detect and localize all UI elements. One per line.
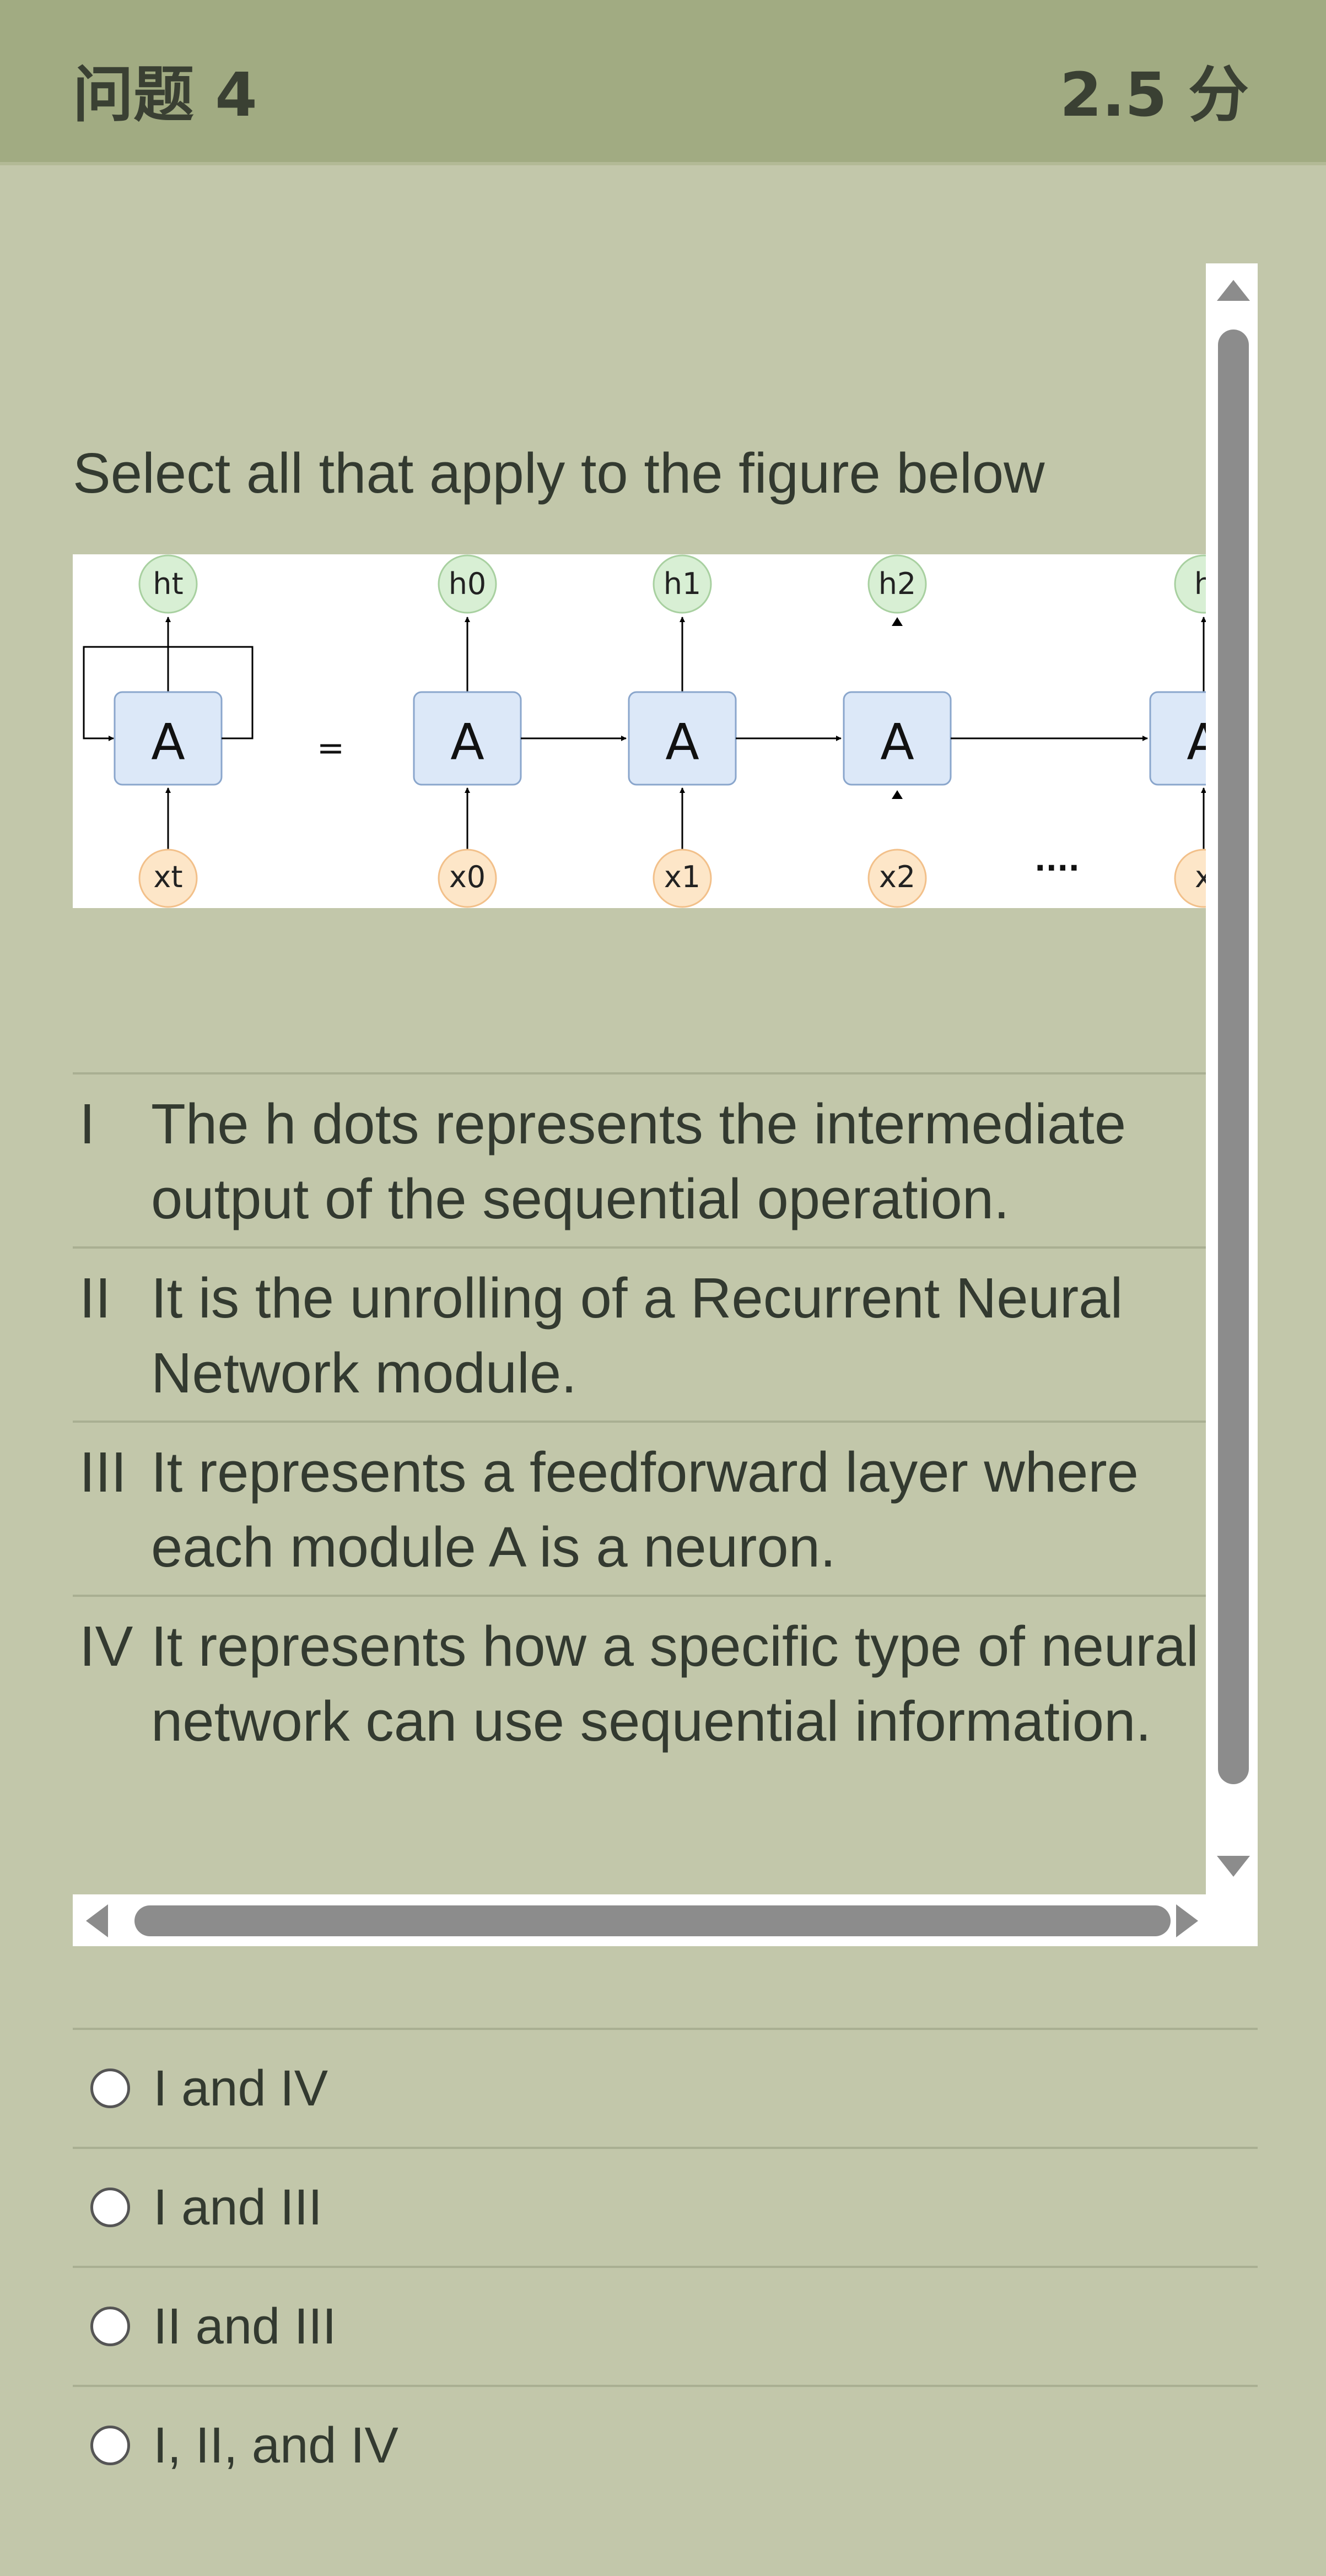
folded-rnn-unit: ht A xt xyxy=(83,554,254,908)
statement-line: network can use sequential information. xyxy=(151,1689,1151,1753)
ellipsis: .... xyxy=(1034,843,1080,878)
question-points: 2.5 分 xyxy=(1059,60,1249,130)
radio-button[interactable] xyxy=(90,2307,130,2346)
option-i-ii-and-iv[interactable]: I, II, and IV xyxy=(73,2385,1258,2504)
vertical-scroll-thumb[interactable] xyxy=(1218,330,1249,1784)
question-title: 问题 4 xyxy=(73,60,257,130)
radio-button[interactable] xyxy=(90,2069,130,2108)
statement-line: It represents a feedforward layer where xyxy=(151,1440,1139,1504)
x-label: x0 xyxy=(449,860,486,894)
option-i-and-iv[interactable]: I and IV xyxy=(73,2028,1258,2147)
scroll-left-arrow-icon[interactable] xyxy=(86,1904,108,1937)
statement-text: The h dots represents the intermediate o… xyxy=(151,1087,1206,1236)
horizontal-scrollbar[interactable] xyxy=(73,1894,1258,1946)
statement-line: The h dots represents the intermediate xyxy=(151,1092,1126,1155)
statement-iv: IV It represents how a specific type of … xyxy=(73,1595,1206,1769)
statement-text: It represents a feedforward layer where … xyxy=(151,1435,1206,1585)
option-i-and-iii[interactable]: I and III xyxy=(73,2147,1258,2266)
h-label: h0 xyxy=(449,566,487,601)
statement-line: output of the sequential operation. xyxy=(151,1167,1010,1230)
rnn-diagram: ht A xt = h0 A x0 h1 A xyxy=(83,554,1206,908)
scroll-up-arrow-icon[interactable] xyxy=(1217,280,1250,301)
statement-iii: III It represents a feedforward layer wh… xyxy=(73,1421,1206,1595)
x-label: x xyxy=(1195,860,1206,894)
option-label[interactable]: I and III xyxy=(153,2179,322,2235)
statement-number: IV xyxy=(79,1614,133,1678)
statement-number: I xyxy=(79,1092,95,1155)
statement-line: Network module. xyxy=(151,1341,577,1405)
question-header: 问题 4 2.5 分 xyxy=(0,0,1326,165)
statement-number: III xyxy=(79,1440,127,1504)
option-label[interactable]: II and III xyxy=(153,2298,337,2354)
h-label: h xyxy=(1194,566,1206,601)
h-node xyxy=(138,554,198,614)
statement-line: It is the unrolling of a Recurrent Neura… xyxy=(151,1266,1123,1330)
horizontal-scroll-thumb[interactable] xyxy=(134,1905,1171,1936)
question-content-frame xyxy=(73,263,1258,1946)
module-label: A xyxy=(1187,714,1206,771)
answer-options: I and IV I and III II and III I, II, and… xyxy=(73,2028,1258,2504)
vertical-scrollbar[interactable] xyxy=(1206,263,1258,1894)
unrolled-unit-2: h2 A x2 xyxy=(843,554,952,908)
x-label: x2 xyxy=(879,860,915,894)
h-label: h1 xyxy=(664,566,702,601)
scroll-down-arrow-icon[interactable] xyxy=(1217,1856,1250,1877)
statement-text: It represents how a specific type of neu… xyxy=(151,1609,1206,1759)
radio-button[interactable] xyxy=(90,2426,130,2465)
question-prompt: Select all that apply to the figure belo… xyxy=(73,441,1045,505)
module-label: A xyxy=(151,714,185,771)
rnn-unrolled-figure: ht A xt = h0 A x0 h1 A xyxy=(73,554,1206,908)
x-label: xt xyxy=(153,860,182,894)
statement-line: It represents how a specific type of neu… xyxy=(151,1614,1199,1678)
x-label: x1 xyxy=(664,860,700,894)
statement-i: I The h dots represents the intermediate… xyxy=(73,1072,1206,1246)
module-label: A xyxy=(880,714,914,771)
radio-button[interactable] xyxy=(90,2188,130,2227)
statements-list: I The h dots represents the intermediate… xyxy=(73,1072,1206,1769)
statement-number: II xyxy=(79,1266,111,1330)
module-label: A xyxy=(450,714,484,771)
option-label[interactable]: I and IV xyxy=(153,2060,328,2116)
h-label: ht xyxy=(153,566,183,601)
scroll-right-arrow-icon[interactable] xyxy=(1176,1904,1198,1937)
x-node xyxy=(138,849,198,908)
statement-line: each module A is a neuron. xyxy=(151,1515,836,1579)
unrolled-unit-n: h A x xyxy=(1149,554,1206,908)
unrolled-unit-0: h0 A x0 xyxy=(413,554,522,908)
option-ii-and-iii[interactable]: II and III xyxy=(73,2266,1258,2385)
statement-ii: II It is the unrolling of a Recurrent Ne… xyxy=(73,1246,1206,1421)
equals-sign: = xyxy=(317,729,344,768)
h-label: h2 xyxy=(878,566,917,601)
statement-text: It is the unrolling of a Recurrent Neura… xyxy=(151,1261,1206,1411)
module-label: A xyxy=(665,714,699,771)
unrolled-unit-1: h1 A x1 xyxy=(628,554,737,908)
option-label[interactable]: I, II, and IV xyxy=(153,2417,398,2474)
